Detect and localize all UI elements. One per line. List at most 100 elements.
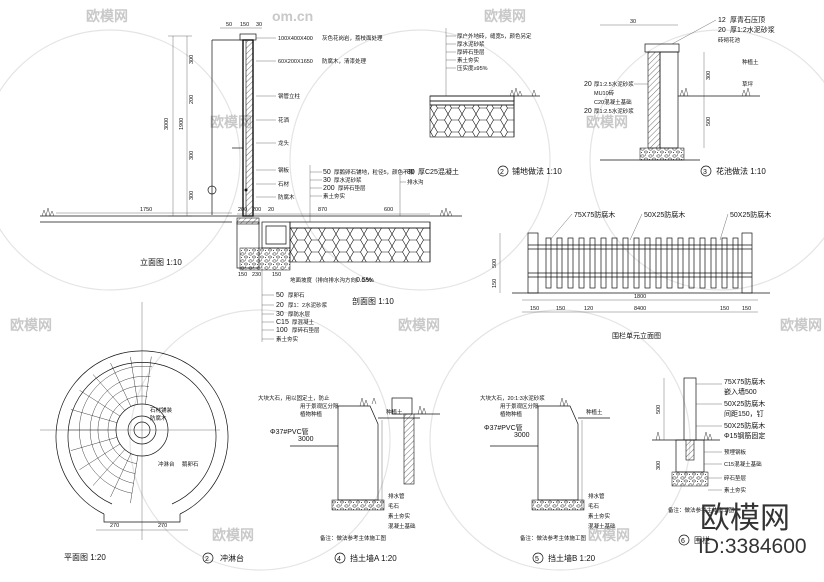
svg-text:欧模网: 欧模网 xyxy=(586,114,628,130)
svg-text:50X25防腐木: 50X25防腐木 xyxy=(730,210,771,219)
svg-text:50: 50 xyxy=(323,169,331,176)
retaining-a-title: 挡土墙A 1:20 xyxy=(350,553,397,563)
svg-text:欧模网: 欧模网 xyxy=(86,8,128,24)
svg-text:3000: 3000 xyxy=(514,432,530,439)
svg-text:C15混凝土基础: C15混凝土基础 xyxy=(724,460,762,468)
svg-text:1900: 1900 xyxy=(179,118,185,130)
svg-text:厚1：2水泥砂浆: 厚1：2水泥砂浆 xyxy=(288,301,328,309)
planter-title: 花池做法 1:10 xyxy=(716,166,766,176)
svg-text:75X75防腐木: 75X75防腐木 xyxy=(574,210,615,219)
svg-text:厚碎石垫层: 厚碎石垫层 xyxy=(292,326,320,334)
svg-text:毛石: 毛石 xyxy=(388,502,400,510)
svg-text:混凝土基础: 混凝土基础 xyxy=(388,522,416,530)
retaining-wall-a: 大块大石，用以固定土，防止 用于景观区分隔 植物种植 Φ37#PVC管 3000… xyxy=(258,394,440,564)
svg-text:欧模网: 欧模网 xyxy=(398,317,440,333)
svg-text:备注：做法参考主体施工图: 备注：做法参考主体施工图 xyxy=(320,534,387,542)
svg-text:6: 6 xyxy=(681,538,685,545)
fence-picket xyxy=(633,237,640,289)
svg-text:30: 30 xyxy=(630,19,636,25)
svg-text:龙头: 龙头 xyxy=(278,139,290,147)
svg-text:植物种植: 植物种植 xyxy=(300,410,323,418)
shower-caption: 冲淋台 xyxy=(220,553,244,563)
svg-text:Φ15钢筋固定: Φ15钢筋固定 xyxy=(724,431,765,440)
svg-text:欧模网: 欧模网 xyxy=(780,317,822,333)
svg-text:300: 300 xyxy=(706,71,712,80)
shower-paving-line xyxy=(92,374,125,411)
svg-text:素土夯实: 素土夯实 xyxy=(588,512,611,520)
svg-text:60X200X1650: 60X200X1650 xyxy=(278,59,313,65)
paving-detail: 厚户外地砖，缝宽5，颜色另定 厚水泥砂浆 厚碎石垫层 素土夯实 压实度≥95% … xyxy=(429,28,562,177)
planter-left-layers: 20 厚1:2.5水泥砂浆 MU10砖 C20混凝土基础 20 厚1:2.5水泥… xyxy=(584,80,648,115)
shower-paving-arc xyxy=(97,385,149,474)
fence-picket xyxy=(578,237,585,289)
svg-text:500: 500 xyxy=(492,259,498,268)
fence-pickets xyxy=(545,237,739,289)
svg-text:120: 120 xyxy=(584,306,593,312)
svg-text:500: 500 xyxy=(656,405,662,414)
svg-text:草坪: 草坪 xyxy=(742,80,754,88)
retaining-wall-b: 大块大石，20:1:3水泥砂浆 用于景观区分隔 植物种植 Φ37#PVC管 30… xyxy=(480,394,616,564)
svg-text:20: 20 xyxy=(584,81,592,88)
svg-text:50: 50 xyxy=(226,22,232,28)
svg-text:8400: 8400 xyxy=(634,306,646,312)
svg-text:排水管: 排水管 xyxy=(588,492,605,500)
svg-text:om.cn: om.cn xyxy=(272,8,313,24)
fence-picket xyxy=(666,237,673,289)
watermark-logo-10: 欧模网 xyxy=(588,527,630,543)
svg-text:防腐木: 防腐木 xyxy=(278,193,295,201)
svg-text:欧模网: 欧模网 xyxy=(212,527,254,543)
svg-text:270: 270 xyxy=(158,523,167,529)
svg-text:碎石垫层: 碎石垫层 xyxy=(724,474,747,482)
svg-text:1800: 1800 xyxy=(634,294,646,300)
svg-text:厚水泥砂浆: 厚水泥砂浆 xyxy=(334,176,362,184)
fence-picket xyxy=(545,237,552,289)
slope-note: 地面坡度（排向排水沟方向）0.5% xyxy=(290,276,374,284)
callout-desc: 灰色花岗岩，荔枝面处理 xyxy=(322,34,383,42)
svg-text:150: 150 xyxy=(238,272,247,278)
svg-text:230: 230 xyxy=(252,272,261,278)
svg-text:MU10砖: MU10砖 xyxy=(594,89,615,97)
shower-paving-arc xyxy=(89,376,151,484)
watermark-logo-7: 欧模网 xyxy=(398,317,440,333)
svg-text:80: 80 xyxy=(407,169,415,176)
shower-paving-line xyxy=(145,356,152,405)
svg-text:12: 12 xyxy=(718,17,726,24)
svg-text:鹅卵石: 鹅卵石 xyxy=(182,460,199,468)
planter-layers: 12 厚青石压顶 20 厚1:2水泥砂浆 砖砌花池 种植土 草坪 xyxy=(671,15,775,88)
shower-paving-line xyxy=(130,356,139,405)
svg-text:厚C25混凝土: 厚C25混凝土 xyxy=(418,167,459,176)
svg-text:植物种植: 植物种植 xyxy=(500,410,523,418)
svg-text:种植土: 种植土 xyxy=(742,58,759,66)
svg-text:50: 50 xyxy=(276,292,284,299)
svg-text:厚混凝土: 厚混凝土 xyxy=(292,318,315,326)
svg-text:150: 150 xyxy=(530,306,539,312)
elevation-title: 立面图 1:10 xyxy=(140,257,182,267)
svg-text:用于景观区分隔: 用于景观区分隔 xyxy=(300,402,339,410)
watermark-logo-4: 欧模网 xyxy=(210,114,252,130)
fence-picket xyxy=(721,237,728,289)
shower-paving-arc xyxy=(107,395,148,464)
svg-text:大块大石，用以固定土，防止: 大块大石，用以固定土，防止 xyxy=(258,394,330,402)
svg-text:20: 20 xyxy=(584,108,592,115)
elevation-callouts: 100X400X400 灰色花岗岩，荔枝面处理 60X200X1650 防腐木，… xyxy=(256,34,383,201)
svg-text:厚1:2.5水泥砂浆: 厚1:2.5水泥砂浆 xyxy=(594,107,634,115)
svg-text:2: 2 xyxy=(205,556,209,563)
svg-text:预埋钢板: 预埋钢板 xyxy=(724,448,747,456)
svg-text:钢板: 钢板 xyxy=(278,166,290,174)
watermark-id: ID:3384600 xyxy=(698,535,807,558)
svg-text:300: 300 xyxy=(189,55,195,64)
svg-text:排水管: 排水管 xyxy=(388,492,405,500)
svg-text:厚碎石垫层: 厚碎石垫层 xyxy=(338,184,366,192)
shower-plan: 270 270 石材铺装 防腐木 冲淋台 鹅卵石 平面图 1:20 2 冲淋台 xyxy=(40,302,244,564)
shower-paving-line xyxy=(110,362,132,407)
elevation-drawing: 3000 1900 300 200 300 300 50 150 30 1750… xyxy=(40,22,383,267)
svg-text:30: 30 xyxy=(256,22,262,28)
svg-text:素土夯实: 素土夯实 xyxy=(724,486,747,494)
svg-text:Φ37#PVC管: Φ37#PVC管 xyxy=(270,427,309,436)
svg-text:150: 150 xyxy=(742,306,751,312)
svg-text:75X75防腐木: 75X75防腐木 xyxy=(724,377,765,386)
paving-layers: 厚户外地砖，缝宽5，颜色另定 厚水泥砂浆 厚碎石垫层 素土夯实 压实度≥95% xyxy=(446,32,532,72)
fence-picket xyxy=(655,237,662,289)
svg-text:30: 30 xyxy=(323,177,331,184)
